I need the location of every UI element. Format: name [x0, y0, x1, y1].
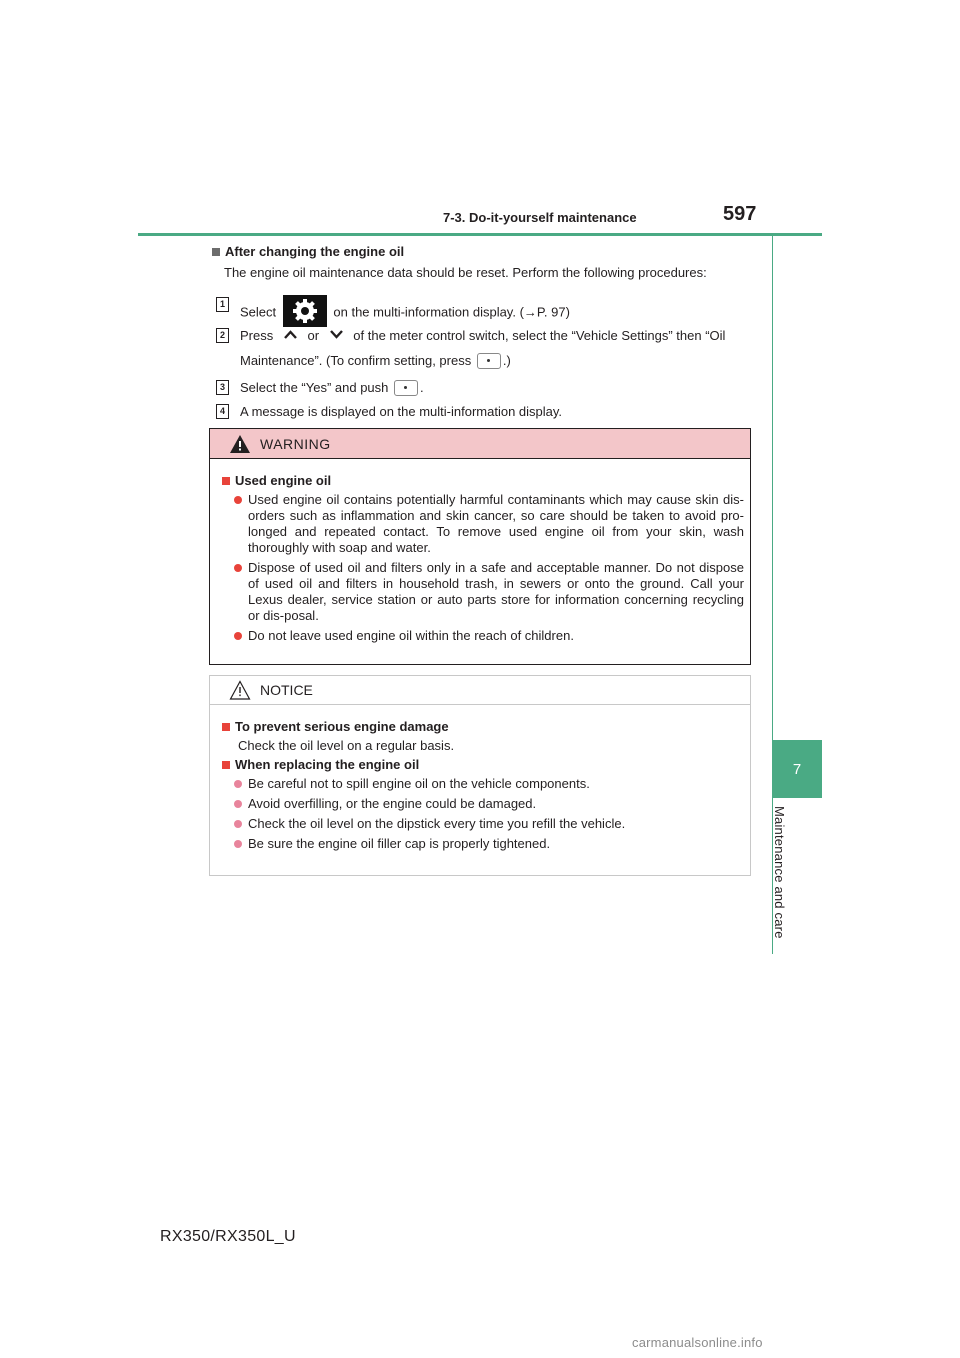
notice-header: NOTICE — [210, 676, 750, 705]
bullet-dot-icon — [234, 840, 242, 848]
step-number: 2 — [216, 328, 229, 343]
notice-subtitle-1: To prevent serious engine damage — [222, 719, 744, 734]
warning-bullet: Used engine oil contains potentially har… — [234, 492, 744, 556]
notice-subtitle-2: When replacing the engine oil — [222, 757, 744, 772]
notice-bullet-text: Be sure the engine oil filler cap is pro… — [248, 836, 551, 851]
header-rule — [138, 233, 822, 236]
model-footer: RX350/RX350L_U — [160, 1228, 296, 1245]
section-square-icon — [212, 247, 220, 256]
notice-sub1-text: Check the oil level on a regular basis. — [238, 738, 455, 753]
step-number: 1 — [216, 297, 229, 312]
notice-bullet: Avoid overfilling, or the engine could b… — [234, 796, 744, 812]
bullet-dot-icon — [234, 800, 242, 808]
notice-bullet-text: Avoid overfilling, or the engine could b… — [248, 796, 537, 811]
page-number: 597 — [723, 203, 757, 225]
step-4: 4 A message is displayed on the multi-in… — [216, 404, 562, 419]
chapter-tab: 7 — [772, 740, 822, 798]
after-changing-section: After changing the engine oil The engine… — [212, 244, 752, 280]
chapter-title-container: Maintenance and care — [772, 806, 792, 956]
warning-bullet: Dispose of used oil and filters only in … — [234, 560, 744, 624]
notice-subtitle-2-text: When replacing the engine oil — [235, 757, 420, 772]
after-changing-title-text: After changing the engine oil — [225, 244, 405, 259]
notice-bullet: Be careful not to spill engine oil on th… — [234, 776, 744, 792]
notice-subtitle-1-text: To prevent serious engine damage — [235, 719, 449, 734]
warning-bullet-text: Dispose of used oil and filters only in … — [248, 560, 744, 623]
notice-heading: NOTICE — [260, 682, 313, 698]
step-number: 3 — [216, 380, 229, 395]
warning-header: WARNING — [210, 429, 750, 459]
step-number: 4 — [216, 404, 229, 419]
notice-bullet: Check the oil level on the dipstick ever… — [234, 816, 744, 832]
notice-triangle-icon — [229, 680, 251, 700]
warning-bullet-text: Do not leave used engine oil within the … — [248, 628, 574, 643]
ok-button-icon — [394, 379, 419, 396]
chapter-title: Maintenance and care — [772, 806, 787, 939]
step-2: 2 Press or of the meter control switch, … — [216, 328, 746, 378]
notice-bullet-text: Be careful not to spill engine oil on th… — [248, 776, 590, 791]
step-3-text: Select the “Yes” and push . — [240, 379, 424, 397]
bullet-dot-icon — [234, 496, 242, 504]
step-1-after: on the multi-information display. ( — [333, 304, 524, 320]
step-3-after: . — [420, 380, 424, 395]
settings-gear-icon — [282, 295, 327, 327]
warning-triangle-icon — [230, 434, 250, 453]
step-2-text: Press or of the meter control switch, se… — [240, 323, 725, 373]
step-1-text: Select on the multi-information dis — [240, 295, 570, 329]
subtitle-square-icon — [222, 760, 230, 769]
warning-bullet-text: Used engine oil contains potentially har… — [248, 492, 744, 555]
notice-body: To prevent serious engine damage Check t… — [210, 705, 750, 852]
subtitle-square-icon — [222, 722, 230, 731]
subtitle-square-icon — [222, 476, 230, 485]
step-2-end: .) — [502, 353, 511, 368]
step-1-reference: →P. 97) — [523, 304, 570, 320]
step-2-line2: Maintenance”. (To confirm setting, press — [240, 353, 472, 368]
bullet-dot-icon — [234, 564, 242, 572]
after-changing-title: After changing the engine oil — [212, 244, 752, 259]
warning-body: Used engine oil Used engine oil contains… — [210, 459, 750, 644]
bullet-dot-icon — [234, 820, 242, 828]
bullet-dot-icon — [234, 780, 242, 788]
step-2-line1: of the meter control switch, select the … — [353, 328, 726, 343]
bullet-dot-icon — [234, 632, 242, 640]
notice-bullet-text: Check the oil level on the dipstick ever… — [248, 816, 626, 831]
step-3: 3 Select the “Yes” and push . — [216, 379, 424, 397]
side-divider — [772, 234, 773, 954]
watermark-link[interactable]: carmanualsonline.info — [632, 1335, 763, 1350]
step-1-before: Select — [240, 304, 277, 320]
warning-subtitle: Used engine oil — [222, 473, 744, 488]
warning-bullet: Do not leave used engine oil within the … — [234, 628, 744, 644]
notice-bullet: Be sure the engine oil filler cap is pro… — [234, 836, 744, 852]
step-4-text: A message is displayed on the multi-info… — [240, 404, 563, 419]
step-2-press: Press — [240, 328, 274, 343]
warning-box: WARNING Used engine oil Used engine oil … — [209, 428, 751, 665]
notice-box: NOTICE To prevent serious engine damage … — [209, 675, 751, 876]
step-3-before: Select the “Yes” and push — [240, 380, 389, 395]
chapter-number: 7 — [792, 760, 802, 778]
chevron-down-icon — [327, 326, 346, 343]
section-header: 7-3. Do-it-yourself maintenance — [443, 210, 637, 225]
step-2-or: or — [307, 328, 320, 343]
chevron-up-icon — [281, 326, 300, 343]
warning-heading: WARNING — [260, 435, 331, 452]
step-1: 1 Select on the multi-inform — [216, 295, 570, 329]
warning-subtitle-text: Used engine oil — [235, 473, 332, 488]
ok-button-icon — [476, 352, 501, 369]
after-changing-intro: The engine oil maintenance data should b… — [224, 265, 707, 280]
